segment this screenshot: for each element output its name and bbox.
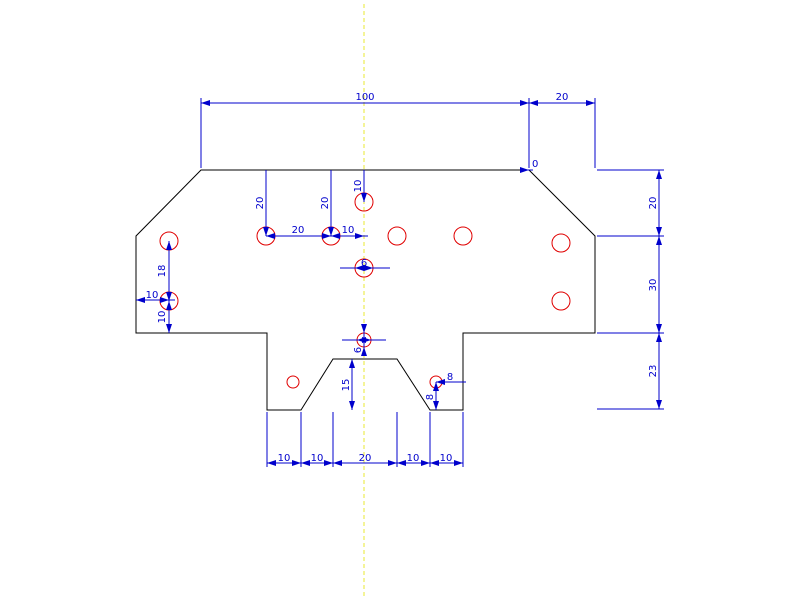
dim-small-hole-x: 8 bbox=[447, 372, 453, 383]
extension-lines bbox=[200, 98, 664, 467]
dim-top-hole-depth: 10 bbox=[353, 180, 364, 193]
hole-right-lower bbox=[551, 291, 571, 311]
hole-row-3 bbox=[387, 226, 407, 246]
dim-bottom-seg-5: 10 bbox=[440, 453, 453, 464]
dim-right-offset: 20 bbox=[556, 92, 569, 103]
dim-overall-width: 100 bbox=[355, 92, 374, 103]
dim-small-hole-y: 8 bbox=[425, 394, 436, 400]
hole-row-4 bbox=[453, 226, 473, 246]
dim-right-height-top: 20 bbox=[648, 197, 659, 210]
hole-bottom-left bbox=[286, 375, 300, 389]
dim-hole-pitch: 20 bbox=[292, 225, 305, 236]
dim-bottom-seg-4: 10 bbox=[407, 453, 420, 464]
dim-hole-row-depth-a: 20 bbox=[255, 197, 266, 210]
dim-left-hole-offset-x: 10 bbox=[146, 290, 159, 301]
dim-bottom-seg-1: 10 bbox=[278, 453, 291, 464]
dim-right-height-mid: 30 bbox=[648, 279, 659, 292]
dimension-lines bbox=[136, 100, 662, 466]
dim-right-height-bottom: 23 bbox=[648, 365, 659, 378]
dim-left-hole-offset-y: 10 bbox=[157, 311, 168, 324]
dim-left-hole-spacing: 18 bbox=[157, 265, 168, 278]
dim-bottom-seg-3: 20 bbox=[359, 453, 372, 464]
dim-hole-row-depth-b: 20 bbox=[320, 197, 331, 210]
dimension-labels: 100 20 0 20 30 23 20 20 10 20 10 6 18 10… bbox=[146, 92, 659, 464]
dim-bottom-seg-2: 10 bbox=[311, 453, 324, 464]
dim-bottom-hole-dia: 6 bbox=[353, 347, 364, 353]
dim-hole-pitch-small: 10 bbox=[342, 225, 355, 236]
dim-center-hole-dia: 6 bbox=[361, 258, 367, 269]
part-outline bbox=[135, 169, 596, 411]
dim-chamfer-angle: 0 bbox=[532, 159, 538, 170]
hole-right-upper bbox=[551, 233, 571, 253]
dim-slot-depth: 15 bbox=[341, 379, 352, 392]
